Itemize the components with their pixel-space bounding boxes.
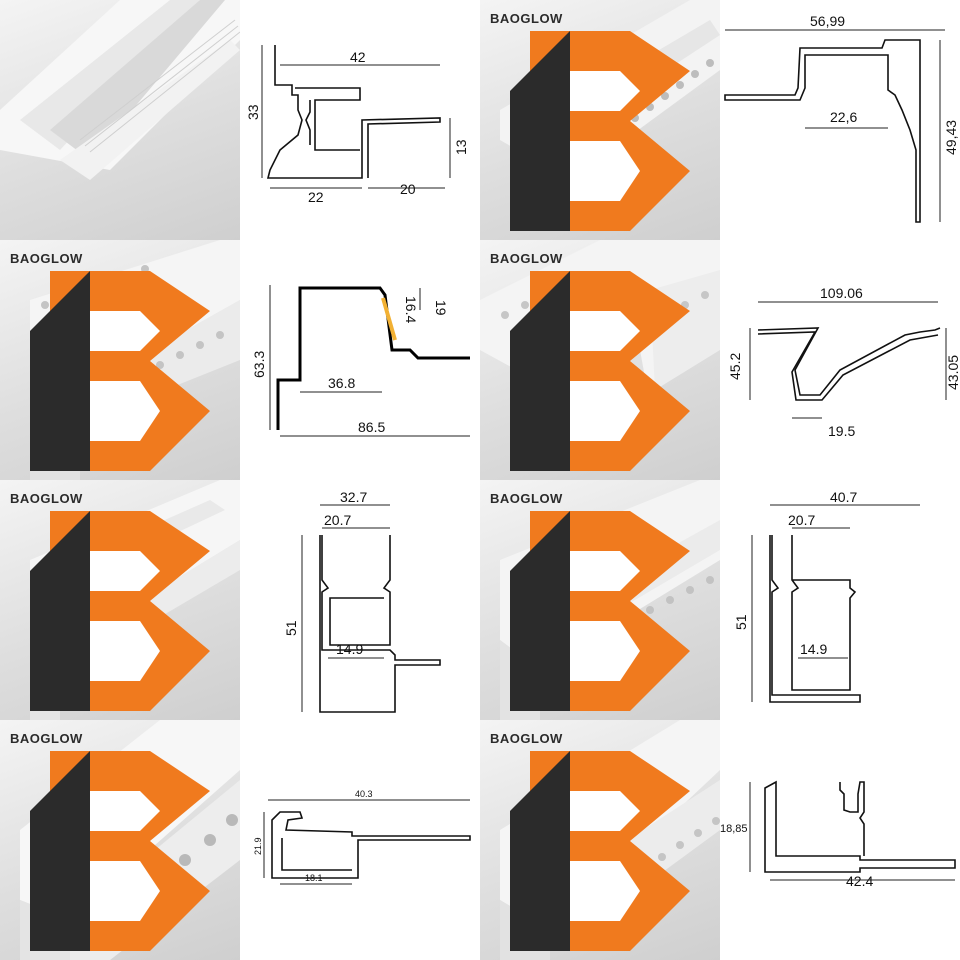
profile-cross-section-icon: 40.7 20.7 51 14.9 (733, 489, 920, 703)
technical-drawing-1: 42 33 13 22 20 (240, 0, 480, 240)
profile-cross-section-icon: 18,85 42.4 (720, 780, 956, 889)
product-photo-2: BAOGLOW (480, 0, 720, 240)
profile-cross-section-icon: 42 33 13 22 20 (245, 45, 469, 205)
brand-logo: BAOGLOW (10, 491, 210, 711)
dim-label: 20.7 (324, 512, 351, 528)
brand-name: BAOGLOW (10, 251, 83, 266)
brand-logo: BAOGLOW (10, 251, 210, 471)
dim-label: 21.9 (253, 837, 263, 855)
dim-label: 18,85 (720, 823, 748, 835)
dim-label: 13 (453, 139, 469, 155)
dim-label: 42 (350, 49, 366, 65)
technical-drawing-6: 40.7 20.7 51 14.9 (720, 480, 960, 720)
product-photo-5: BAOGLOW (0, 480, 240, 720)
dim-label: 16.4 (403, 296, 419, 323)
dim-label: 19 (433, 300, 449, 316)
dim-label: 20.7 (788, 512, 815, 528)
dim-label: 40.3 (355, 789, 373, 799)
product-photo-4: BAOGLOW (480, 240, 720, 480)
product-photo-1 (0, 0, 240, 240)
product-photo-3: BAOGLOW (0, 240, 240, 480)
profile-cross-section-icon: 109.06 45.2 43.05 19.5 (727, 285, 960, 439)
profile-cross-section-icon: 56,99 22,6 49,43 (724, 13, 959, 223)
dim-label: 33 (245, 104, 261, 120)
technical-drawing-3: 63.3 36.8 86.5 19 16.4 (240, 240, 480, 480)
dim-label: 14.9 (800, 641, 827, 657)
baoglow-logo-icon (30, 271, 210, 471)
dim-label: 51 (283, 620, 299, 636)
dim-label: 18.1 (305, 873, 323, 883)
brand-logo: BAOGLOW (490, 491, 690, 711)
brand-logo: BAOGLOW (490, 251, 690, 471)
dim-label: 36.8 (328, 375, 355, 391)
dim-label: 49,43 (943, 120, 959, 155)
dim-label: 40.7 (830, 489, 857, 505)
product-photo-6: BAOGLOW (480, 480, 720, 720)
dim-label: 43.05 (945, 355, 960, 390)
profile-photo-icon (0, 0, 240, 180)
baoglow-logo-icon (510, 751, 690, 951)
product-photo-7: BAOGLOW (0, 720, 240, 960)
baoglow-logo-icon (30, 511, 210, 711)
technical-drawing-7: 40.3 21.9 18.1 (240, 720, 480, 960)
baoglow-logo-icon (30, 751, 210, 951)
profile-cross-section-icon: 32.7 20.7 51 14.9 (283, 489, 441, 713)
baoglow-logo-icon (510, 31, 690, 231)
technical-drawing-4: 109.06 45.2 43.05 19.5 (720, 240, 960, 480)
dim-label: 45.2 (727, 353, 743, 380)
technical-drawing-8: 18,85 42.4 (720, 720, 960, 960)
brand-name: BAOGLOW (10, 731, 83, 746)
dim-label: 22 (308, 189, 324, 205)
baoglow-logo-icon (510, 271, 690, 471)
brand-logo: BAOGLOW (490, 731, 690, 951)
dim-label: 20 (400, 181, 416, 197)
profile-cross-section-icon: 40.3 21.9 18.1 (253, 789, 471, 885)
brand-name: BAOGLOW (490, 731, 563, 746)
brand-logo: BAOGLOW (10, 731, 210, 951)
brand-name: BAOGLOW (490, 251, 563, 266)
baoglow-logo-icon (510, 511, 690, 711)
brand-name: BAOGLOW (490, 491, 563, 506)
dim-label: 63.3 (251, 351, 267, 378)
product-photo-8: BAOGLOW (480, 720, 720, 960)
dim-label: 86.5 (358, 419, 385, 435)
technical-drawing-5: 32.7 20.7 51 14.9 (240, 480, 480, 720)
dim-label: 32.7 (340, 489, 367, 505)
technical-drawing-2: 56,99 22,6 49,43 (720, 0, 960, 240)
dim-label: 22,6 (830, 109, 857, 125)
dim-label: 42.4 (846, 873, 873, 889)
dim-label: 19.5 (828, 423, 855, 439)
profile-cross-section-icon: 63.3 36.8 86.5 19 16.4 (251, 285, 470, 437)
brand-logo: BAOGLOW (490, 11, 690, 231)
dim-label: 51 (733, 614, 749, 630)
brand-name: BAOGLOW (490, 11, 563, 26)
dim-label: 14.9 (336, 641, 363, 657)
brand-name: BAOGLOW (10, 491, 83, 506)
dim-label: 109.06 (820, 285, 863, 301)
dim-label: 56,99 (810, 13, 845, 29)
